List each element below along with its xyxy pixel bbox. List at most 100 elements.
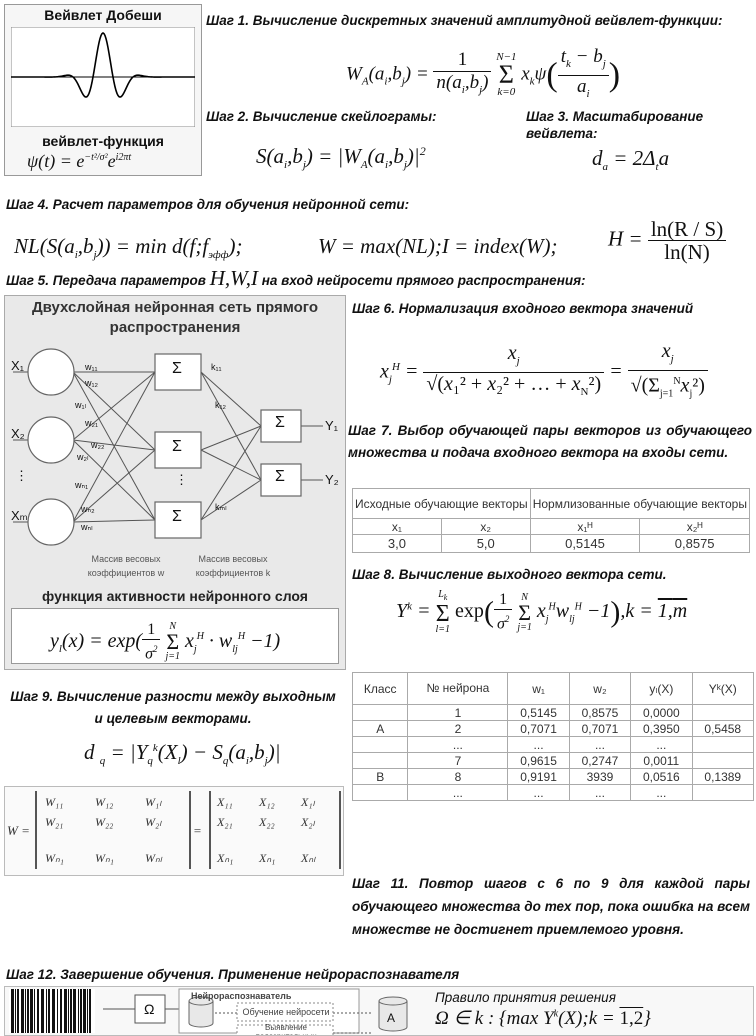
wavelet-panel: Вейвлет Добеши вейвлет-функция ψ(t) = e−…	[4, 4, 202, 176]
weight-wn2: wₙ₂	[81, 504, 95, 514]
table8-cell: A	[351, 720, 409, 737]
input-neuron-2	[27, 416, 75, 464]
formula-6: xjH = xj√(x₁² + x₂² + … + xN²) = xj√(Σj=…	[380, 340, 708, 406]
input-label-dots: ⋮	[15, 468, 28, 483]
table8-cell: ...	[507, 784, 570, 801]
f4c-denominator: ln(N)	[664, 240, 710, 264]
table8-cell: 0,3950	[630, 720, 693, 737]
table8-cell: 0,7071	[507, 720, 570, 737]
matrix-x-cell: X₂₂	[259, 815, 275, 829]
matrix-w-cell: W₂₁	[45, 815, 64, 829]
table7-col: x₁ᴴ	[529, 518, 641, 535]
table7-col: x₁	[352, 518, 442, 535]
step-6-text: Шаг 6. Нормализация входного вектора зна…	[352, 301, 694, 316]
network-panel: Двухслойная нейронная сеть прямого распр…	[4, 295, 346, 670]
wavelet-plot	[11, 27, 195, 127]
matrix-x-cell: X₂₁	[217, 815, 233, 829]
table8-cell: 0,5145	[507, 704, 570, 721]
hidden-dots: ⋮	[175, 472, 188, 487]
matrix-x-cell: Xₙₗ	[301, 851, 316, 865]
step-12-text: Шаг 12. Завершение обучения. Применение …	[6, 967, 460, 982]
formula-3: da = 2Δta	[592, 146, 670, 174]
matrix-x-cell: X₁₂	[259, 795, 275, 809]
table8-cell: ...	[630, 736, 693, 753]
step-5-text: Шаг 5. Передача параметров H,W,I на вход…	[6, 266, 586, 290]
wavelet-title: Вейвлет Добеши	[44, 7, 162, 23]
input-label-m: Xₘ	[11, 508, 28, 523]
table8-cell	[351, 704, 409, 721]
table8-cell: ...	[507, 736, 570, 753]
formula-4a: NL(S(ai,bj)) = min d(f;fэфф);	[14, 234, 243, 262]
weight-k12: k₁₂	[215, 400, 227, 410]
table8-cell: ...	[630, 784, 693, 801]
rule-formula: Ω ∈ k : {max Yk(X);k = 1,2}	[435, 1008, 651, 1029]
input-neuron-1	[27, 348, 75, 396]
matrix-x-cell: X₂ₗ	[301, 815, 315, 829]
table8-cell: 0,0516	[630, 768, 693, 785]
matrix-w-cell: W₁ₗ	[145, 795, 162, 809]
table8-cell: ...	[407, 784, 509, 801]
recognizer-title: Нейрораспознаватель	[191, 991, 292, 1001]
input-label-2: X₂	[11, 426, 25, 441]
formula-4c: H = ln(R / S)ln(N)	[608, 218, 727, 264]
table8-header: w₂	[568, 672, 632, 705]
table8-cell: 0,2747	[568, 752, 632, 769]
matrix-w-cell: Wₙ₁	[95, 851, 114, 865]
matrix-w-cell: W₂₂	[95, 815, 114, 829]
formula-9: d q = |Yqk(Xl) − Sq(ai,bj)|	[84, 740, 281, 768]
output-label-2: Y₂	[325, 472, 339, 487]
matrix-x-cell: Xₙ₁	[217, 851, 234, 865]
detect-label: Выявление подозрительных конструкций	[256, 1023, 317, 1035]
f4c-numerator: ln(R / S)	[647, 218, 727, 241]
network-diagram	[13, 348, 323, 546]
table7-cell: 0,8575	[639, 534, 750, 553]
table8-header: yₗ(X)	[630, 672, 693, 705]
table7-header-normalized: Нормлизованные обучающие векторы	[529, 488, 751, 519]
table8-header: № нейрона	[407, 672, 509, 705]
step-9-text: Шаг 9. Вычисление разности между выходны…	[10, 689, 336, 726]
output-label-1: Y₁	[325, 418, 339, 433]
table8-header: Класс	[351, 672, 409, 705]
rule-title: Правило принятия решения	[435, 990, 616, 1005]
matrix-w-cell: Wₙ₁	[45, 851, 64, 865]
weight-w11: w₁₁	[85, 362, 98, 372]
table8-cell: B	[351, 768, 409, 785]
table8-cell: 1	[407, 704, 509, 721]
hidden-sum-1	[154, 353, 202, 391]
hidden-sum-label-1: Σ	[172, 360, 182, 377]
matrix-x-cell: X₁ₗ	[301, 795, 315, 809]
matrix-w-cell: W₂ₗ	[145, 815, 162, 829]
weight-kml: kₘₗ	[215, 502, 227, 512]
matrix-w-cell: W₁₂	[95, 795, 114, 809]
matrix-x-cell: X₁₁	[217, 795, 233, 809]
hidden-sum-2	[154, 431, 202, 469]
table7-cell: 0,5145	[529, 534, 641, 553]
table7-cell: 5,0	[440, 534, 531, 553]
step-8-text: Шаг 8. Вычисление выходного вектора сети…	[352, 567, 667, 582]
step-11-text: Шаг 11. Повтор шагов с 6 по 9 для каждой…	[352, 876, 750, 937]
hidden-sum-label-2: Σ	[172, 438, 182, 455]
table8-cell	[351, 736, 409, 753]
matrix-equals: =	[193, 823, 202, 838]
table8-cell	[691, 784, 755, 801]
table8-cell	[691, 736, 755, 753]
weight-w22: w₂₂	[91, 440, 105, 450]
table8-cell: 3939	[568, 768, 632, 785]
table8-header: w₁	[507, 672, 570, 705]
table8-cell	[691, 704, 755, 721]
hidden-sum-3	[154, 501, 202, 539]
output-sum-1	[260, 409, 302, 443]
step-7-text: Шаг 7. Выбор обучающей пары векторов из …	[348, 423, 752, 460]
matrix-lhs: W =	[7, 823, 30, 838]
wavelet-formula: ψ(t) = e−t²/σ²ei2πt	[27, 151, 132, 171]
table8-cell: 0,0011	[630, 752, 693, 769]
step-4-text: Шаг 4. Расчет параметров для обучения не…	[6, 197, 410, 212]
training-label: Обучение нейросети	[242, 1007, 330, 1017]
network-title: Двухслойная нейронная сеть прямого распр…	[31, 299, 318, 336]
step-1-text: Шаг 1. Вычисление дискретных значений ам…	[206, 13, 723, 28]
omega-label: Ω	[144, 1001, 155, 1017]
